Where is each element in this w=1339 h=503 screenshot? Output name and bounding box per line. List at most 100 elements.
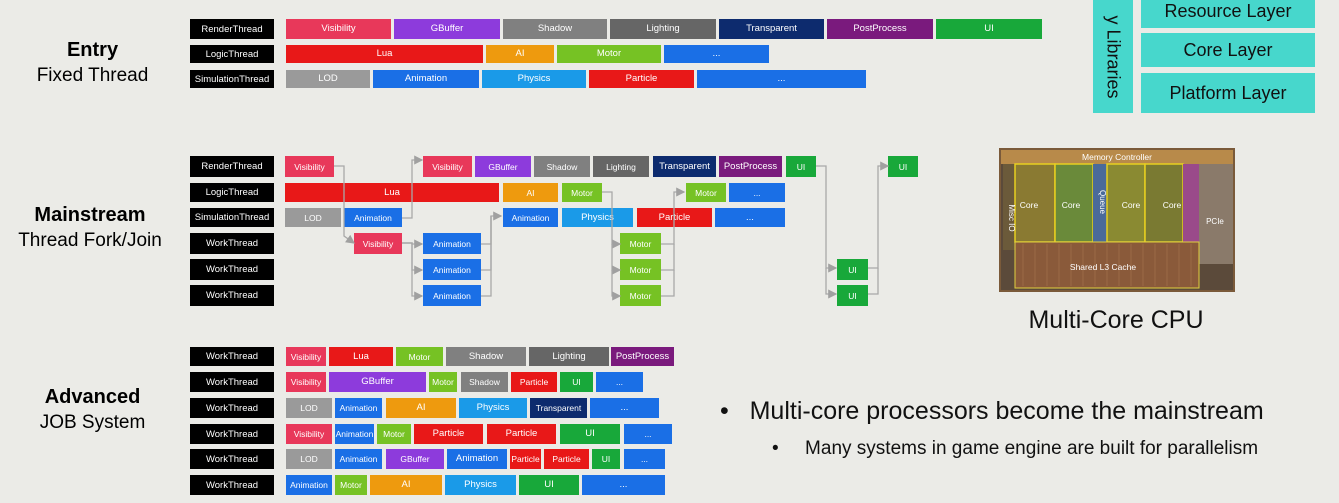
main-task-transparent: Transparent xyxy=(653,156,716,177)
cpu-memory-controller-label: Memory Controller xyxy=(1082,152,1152,162)
entry-task-shadow: Shadow xyxy=(503,19,607,39)
entry-task-more: ... xyxy=(697,70,866,88)
adv-thread-label: WorkThread xyxy=(190,347,274,366)
main-task-ui: UI xyxy=(888,156,918,177)
main-thread-label: WorkThread xyxy=(190,285,274,306)
main-thread-label: SimulationThread xyxy=(190,208,274,227)
adv-task-ai: AI xyxy=(386,398,456,418)
adv-task-lighting: Lighting xyxy=(529,347,609,366)
main-task-more: ... xyxy=(729,183,785,202)
adv-thread-label: WorkThread xyxy=(190,398,274,418)
adv-task-particle: Particle xyxy=(487,424,556,444)
adv-task-motor: Motor xyxy=(335,475,367,495)
main-task-shadow: Shadow xyxy=(534,156,590,177)
main-task-ui: UI xyxy=(837,259,868,280)
main-task-ui: UI xyxy=(786,156,816,177)
advanced-section-heading: Advanced JOB System xyxy=(20,385,165,435)
main-task-visibility: Visibility xyxy=(285,156,334,177)
adv-task-physics: Physics xyxy=(459,398,527,418)
adv-thread-label: WorkThread xyxy=(190,449,274,469)
adv-task-gbuffer: GBuffer xyxy=(386,449,444,469)
cpu-caption: Multi-Core CPU xyxy=(1028,306,1204,334)
main-thread-label: WorkThread xyxy=(190,259,274,280)
adv-task-more: ... xyxy=(624,449,665,469)
main-task-motor: Motor xyxy=(562,183,602,202)
main-task-ui: UI xyxy=(837,285,868,306)
adv-task-particle: Particle xyxy=(544,449,589,469)
mainstream-title: Mainstream xyxy=(34,204,146,226)
entry-task-animation: Animation xyxy=(373,70,479,88)
main-task-animation: Animation xyxy=(423,259,481,280)
entry-title: Entry xyxy=(66,39,119,61)
adv-task-visibility: Visibility xyxy=(286,372,326,392)
adv-task-ui: UI xyxy=(560,424,620,444)
advanced-subtitle: JOB System xyxy=(39,412,146,433)
main-task-animation: Animation xyxy=(344,208,402,227)
adv-task-animation: Animation xyxy=(335,424,374,444)
adv-task-ai: AI xyxy=(370,475,442,495)
adv-task-gbuffer: GBuffer xyxy=(329,372,426,392)
adv-task-more: ... xyxy=(582,475,665,495)
entry-section-heading: Entry Fixed Thread xyxy=(20,38,165,88)
cpu-core-label-1: Core xyxy=(1020,200,1039,210)
main-thread-label: WorkThread xyxy=(190,233,274,254)
core-layer: Core Layer xyxy=(1141,33,1315,67)
adv-task-lod: LOD xyxy=(286,398,332,418)
bullet-main: • Multi-core processors become the mains… xyxy=(720,397,1264,425)
cpu-die-illustration: Memory Controller Core Core Core Core PC… xyxy=(999,148,1235,292)
adv-thread-label: WorkThread xyxy=(190,424,274,444)
adv-task-postprocess: PostProcess xyxy=(611,347,674,366)
adv-task-lod: LOD xyxy=(286,449,332,469)
adv-task-more: ... xyxy=(596,372,643,392)
adv-task-motor: Motor xyxy=(377,424,411,444)
adv-task-particle: Particle xyxy=(511,372,557,392)
entry-task-lua: Lua xyxy=(286,45,483,63)
bullet-main-text: Multi-core processors become the mainstr… xyxy=(749,397,1264,425)
adv-task-visibility: Visibility xyxy=(286,424,332,444)
adv-task-ui: UI xyxy=(560,372,593,392)
main-task-motor: Motor xyxy=(620,233,661,254)
adv-task-ui: UI xyxy=(592,449,620,469)
cpu-queue-label: Queue xyxy=(1098,190,1107,215)
adv-task-ui: UI xyxy=(519,475,579,495)
adv-task-motor: Motor xyxy=(396,347,443,366)
libraries-layer-label: y Libraries xyxy=(1103,14,1124,99)
adv-task-animation: Animation xyxy=(286,475,332,495)
mainstream-subtitle: Thread Fork/Join xyxy=(18,230,162,251)
main-task-postprocess: PostProcess xyxy=(719,156,782,177)
main-task-lighting: Lighting xyxy=(593,156,649,177)
main-task-more: ... xyxy=(715,208,785,227)
entry-thread-label: RenderThread xyxy=(190,19,274,39)
adv-task-animation: Animation xyxy=(335,449,382,469)
main-task-physics: Physics xyxy=(562,208,633,227)
bullet-sub-text: Many systems in game engine are built fo… xyxy=(805,438,1259,459)
entry-task-gbuffer: GBuffer xyxy=(394,19,500,39)
adv-task-more: ... xyxy=(590,398,659,418)
adv-task-particle: Particle xyxy=(510,449,541,469)
main-task-visibility: Visibility xyxy=(354,233,402,254)
main-task-particle: Particle xyxy=(637,208,712,227)
main-task-gbuffer: GBuffer xyxy=(475,156,531,177)
entry-thread-label: LogicThread xyxy=(190,45,274,63)
resource-layer: Resource Layer xyxy=(1141,0,1315,28)
adv-task-shadow: Shadow xyxy=(446,347,526,366)
adv-thread-label: WorkThread xyxy=(190,372,274,392)
entry-task-ai: AI xyxy=(486,45,554,63)
main-task-animation: Animation xyxy=(503,208,558,227)
main-task-lod: LOD xyxy=(285,208,341,227)
main-task-ai: AI xyxy=(503,183,558,202)
platform-layer: Platform Layer xyxy=(1141,73,1315,113)
adv-task-lua: Lua xyxy=(329,347,393,366)
advanced-title: Advanced xyxy=(44,386,141,408)
entry-thread-label: SimulationThread xyxy=(190,70,274,88)
entry-subtitle: Fixed Thread xyxy=(36,65,149,86)
entry-task-visibility: Visibility xyxy=(286,19,391,39)
entry-task-postprocess: PostProcess xyxy=(827,19,933,39)
cpu-core-label-2: Core xyxy=(1062,200,1081,210)
adv-task-more: ... xyxy=(624,424,672,444)
cpu-misc-io-label: Misc IO xyxy=(1007,204,1016,231)
entry-task-more: ... xyxy=(664,45,769,63)
bullet-sub: • Many systems in game engine are built … xyxy=(772,438,1259,459)
entry-task-ui: UI xyxy=(936,19,1042,39)
adv-task-animation: Animation xyxy=(447,449,507,469)
